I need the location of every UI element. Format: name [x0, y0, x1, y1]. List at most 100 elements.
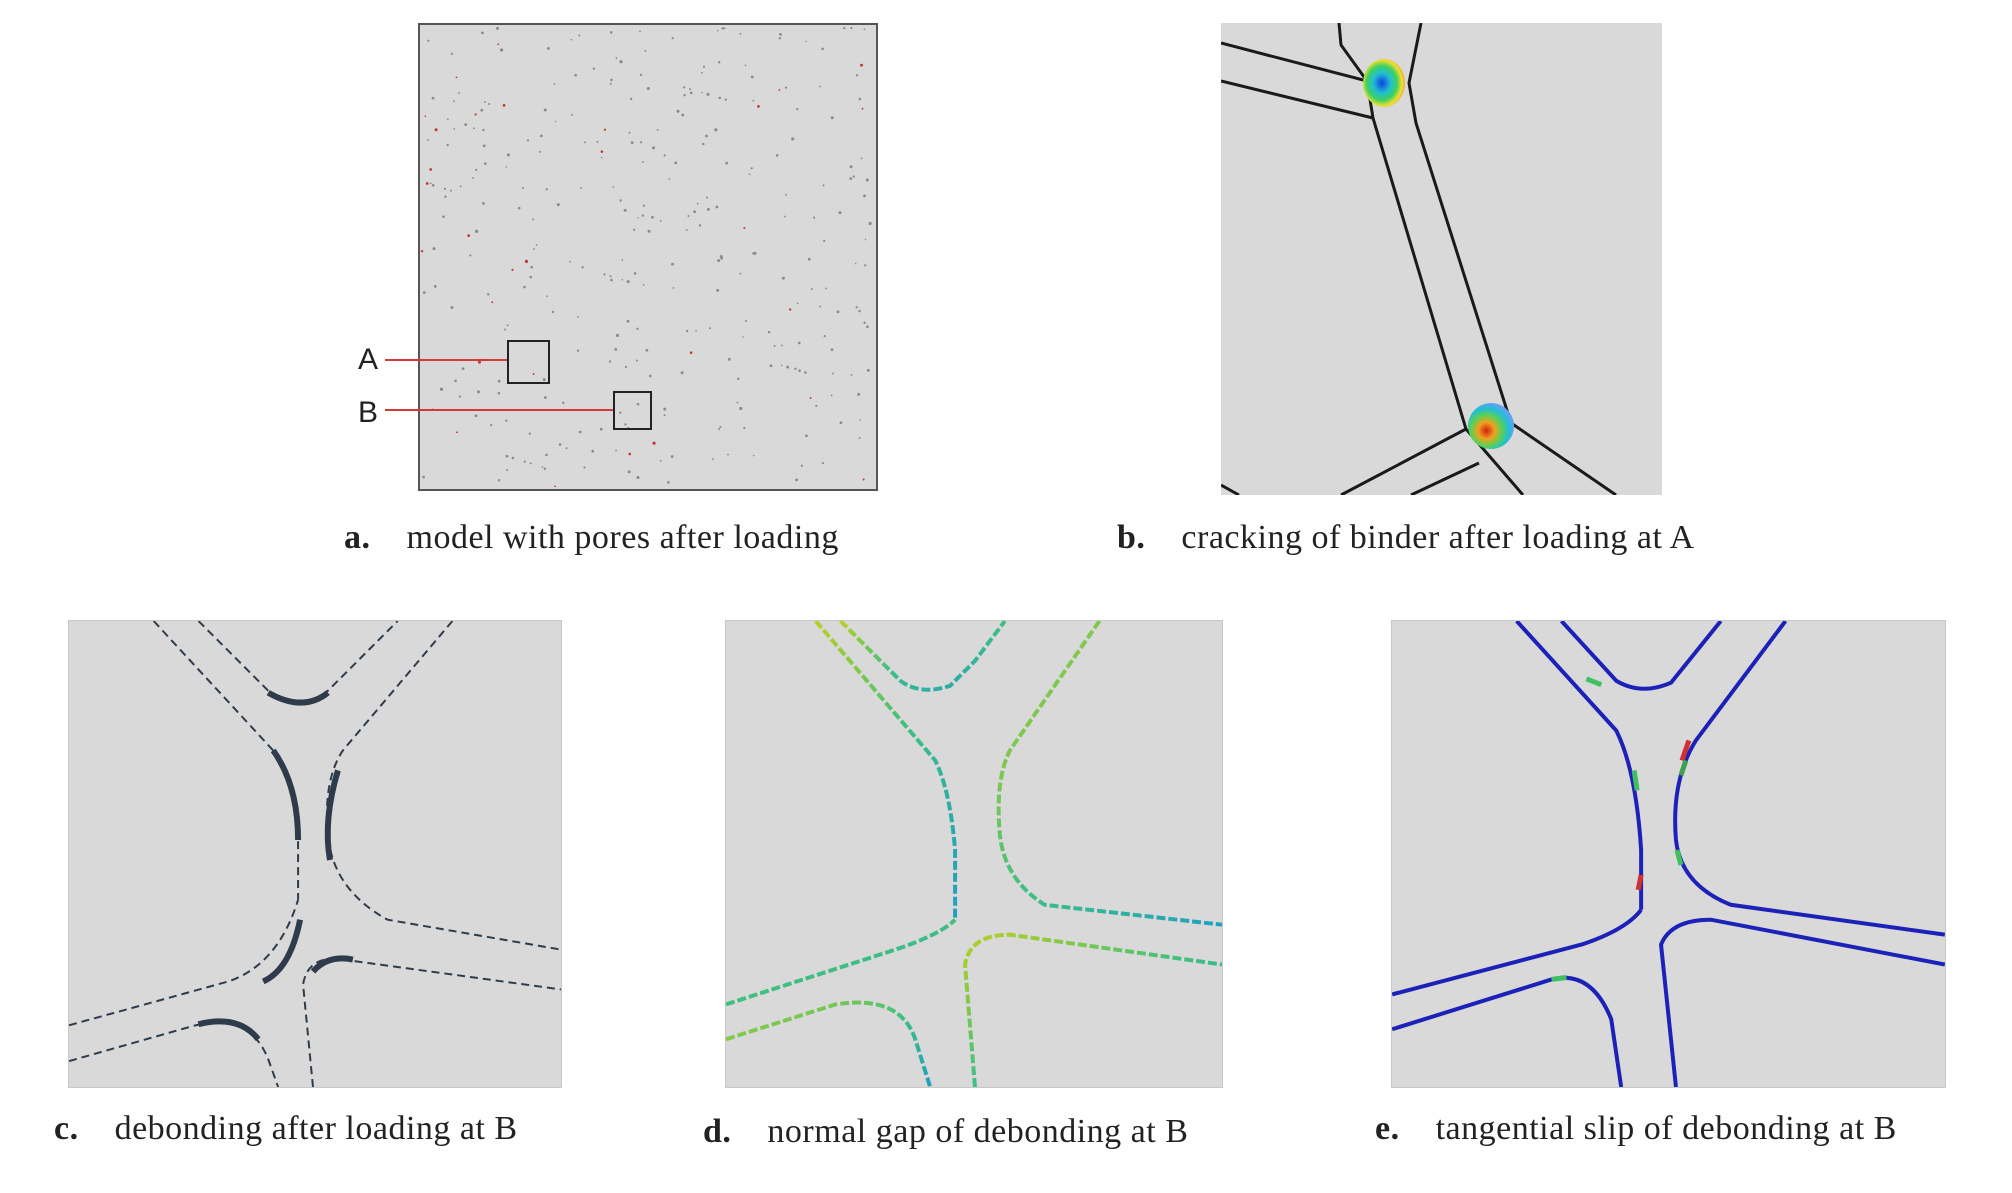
- pore-dot: [783, 215, 786, 218]
- pore-dot: [539, 150, 542, 153]
- pore-dot: [443, 187, 447, 190]
- pore-dot: [780, 344, 783, 347]
- pore-dot: [701, 91, 703, 94]
- pore-dot: [744, 64, 747, 67]
- pore-dot: [558, 443, 562, 446]
- pore-dot: [529, 462, 532, 465]
- pore-dot: [788, 308, 792, 311]
- pore-dot: [532, 218, 535, 221]
- pore-dot: [630, 141, 634, 144]
- pore-dot: [453, 128, 456, 130]
- caption-c: c.debonding after loading at B: [54, 1110, 518, 1148]
- pore-dot: [671, 37, 674, 40]
- pore-dot: [813, 216, 816, 219]
- pore-dot: [535, 244, 538, 246]
- pore-dot: [615, 57, 618, 59]
- pore-dot: [517, 206, 521, 210]
- pore-dot: [482, 128, 485, 132]
- pore-dot: [804, 371, 807, 374]
- leader-line-b: [385, 409, 613, 411]
- pore-dot: [477, 360, 481, 364]
- pore-dot: [689, 351, 693, 354]
- pore-dot: [621, 259, 624, 261]
- pore-dot: [473, 127, 475, 130]
- pore-dot: [854, 262, 857, 265]
- binder-crack-figure: [1221, 23, 1617, 495]
- pore-dot: [542, 378, 546, 382]
- pore-dot: [773, 344, 776, 347]
- pore-dot: [689, 91, 693, 95]
- panel-d-normal-gap-image: [725, 620, 1223, 1088]
- pore-dot: [866, 368, 870, 372]
- pore-dot: [619, 199, 622, 202]
- pore-dot: [472, 177, 474, 179]
- pore-dot: [480, 108, 484, 112]
- pore-dot: [863, 321, 866, 325]
- caption-b: b.cracking of binder after loading at A: [1117, 519, 1695, 557]
- pore-dot: [639, 73, 643, 77]
- pore-dot: [752, 99, 755, 102]
- pore-dot: [724, 98, 727, 101]
- pore-dot: [614, 348, 618, 351]
- pore-dot: [742, 336, 744, 338]
- pore-dot: [506, 469, 509, 472]
- pore-dot: [628, 131, 631, 134]
- pore-dot: [455, 76, 458, 79]
- caption-text-c: debonding after loading at B: [114, 1110, 518, 1147]
- pore-dot: [528, 432, 532, 435]
- pore-dot: [497, 43, 500, 46]
- pore-dot: [645, 348, 649, 352]
- pore-dot: [796, 302, 799, 305]
- pore-dot: [497, 379, 501, 383]
- caption-e: e.tangential slip of debonding at B: [1375, 1110, 1897, 1148]
- pore-dot: [474, 113, 477, 116]
- caption-letter-a: a.: [344, 519, 371, 556]
- pore-dot: [474, 414, 478, 418]
- pore-dot: [683, 94, 686, 97]
- pore-dot: [805, 434, 808, 438]
- pore-dot: [544, 396, 547, 399]
- pore-dot: [868, 221, 872, 226]
- pore-dot: [521, 187, 524, 190]
- pore-dot: [505, 419, 508, 422]
- caption-d: d.normal gap of debonding at B: [703, 1113, 1188, 1151]
- pore-dot: [541, 466, 544, 468]
- pore-dot: [642, 284, 645, 286]
- pore-dot: [716, 29, 719, 32]
- pore-dot: [832, 372, 834, 375]
- pore-dot: [481, 31, 484, 35]
- pore-dot: [609, 82, 612, 85]
- pore-dot: [570, 38, 573, 41]
- pore-dot: [797, 341, 801, 345]
- pore-dot: [663, 414, 666, 417]
- pore-dot: [750, 167, 753, 170]
- pore-dot: [745, 320, 748, 323]
- pores-scatter: [420, 26, 872, 488]
- pore-dot: [737, 377, 740, 381]
- pore-dot: [656, 128, 659, 131]
- pore-dot: [627, 470, 631, 474]
- pore-dot: [850, 373, 853, 376]
- pore-dot: [600, 156, 603, 159]
- pore-dot: [615, 449, 617, 452]
- pore-dot: [545, 295, 548, 298]
- pore-dot: [852, 175, 855, 178]
- pore-dot: [610, 78, 613, 82]
- pore-dot: [565, 447, 568, 450]
- pore-dot: [819, 305, 822, 308]
- pore-dot: [482, 201, 485, 205]
- pore-dot: [578, 430, 582, 434]
- pore-dot: [779, 32, 782, 36]
- pore-dot: [490, 424, 493, 427]
- pore-dot: [695, 329, 697, 332]
- pore-dot: [718, 428, 721, 430]
- pore-dot: [609, 275, 612, 278]
- pore-dot: [830, 394, 833, 397]
- pore-dot: [720, 257, 724, 260]
- pore-dot: [705, 134, 708, 138]
- pore-dot: [781, 276, 785, 280]
- pore-dot: [743, 226, 746, 229]
- pore-dot: [807, 257, 811, 261]
- pore-dot: [562, 401, 565, 405]
- pore-dot: [864, 264, 867, 267]
